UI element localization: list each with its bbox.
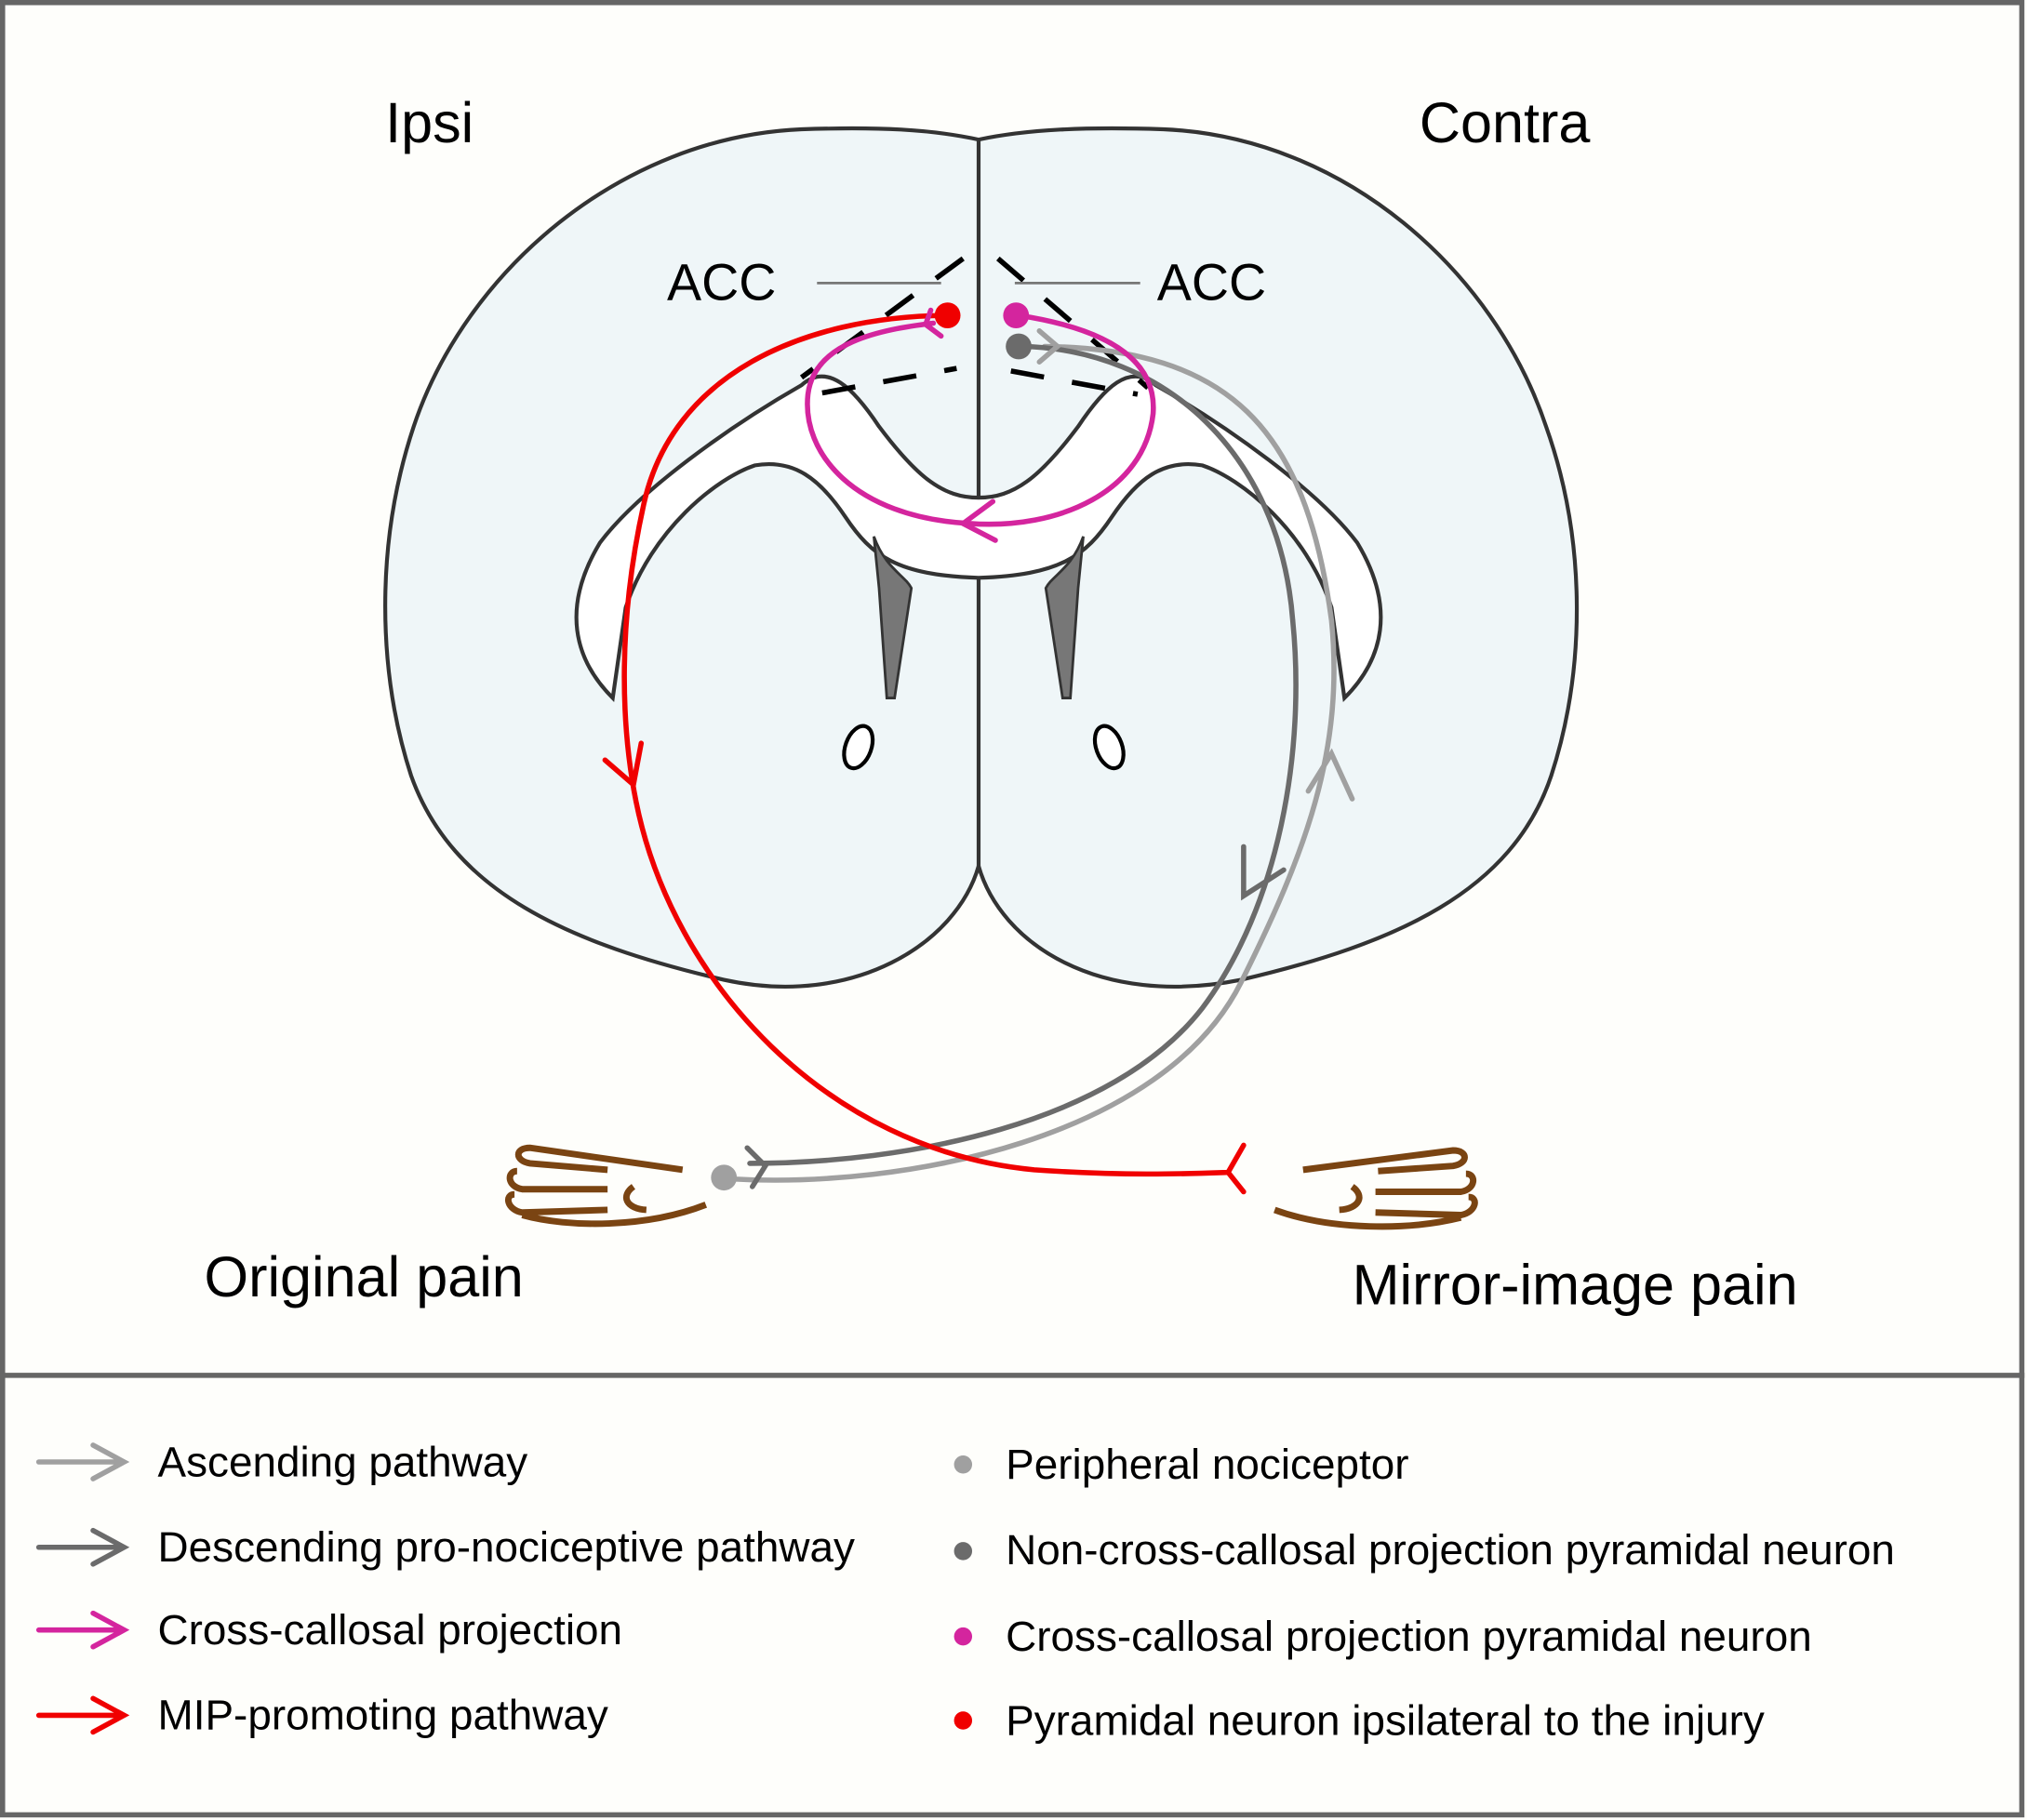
left-acc-boundary bbox=[799, 256, 965, 396]
legend-item-non-cross-callosal: Non-cross-callosal projection pyramidal … bbox=[953, 1525, 1895, 1574]
legend-item-peripheral-nociceptor: Peripheral nociceptor bbox=[953, 1440, 1408, 1488]
peripheral-nociceptor bbox=[711, 1164, 738, 1191]
legend-item-cross-callosal-neuron: Cross-callosal projection pyramidal neur… bbox=[953, 1612, 1812, 1660]
left-ventricle bbox=[873, 536, 913, 699]
pathways bbox=[602, 307, 1355, 1195]
legend-label: Pyramidal neuron ipsilateral to the inju… bbox=[1006, 1695, 1765, 1744]
dot-icon bbox=[953, 1711, 973, 1730]
arrow-right-icon bbox=[35, 1695, 130, 1735]
cross-callosal-neuron bbox=[1003, 302, 1030, 329]
ipsi-pyramidal-neuron bbox=[934, 302, 961, 329]
mip-arrowhead bbox=[602, 740, 645, 790]
legend-item-ascending: Ascending pathway bbox=[35, 1437, 528, 1485]
non-cross-callosal-neuron bbox=[1006, 333, 1032, 360]
right-acc-boundary bbox=[996, 256, 1150, 397]
arrow-right-icon bbox=[35, 1527, 130, 1567]
dot-icon bbox=[953, 1455, 973, 1474]
right-anterior-commissure bbox=[1092, 724, 1126, 771]
ascending-pathway bbox=[727, 343, 1337, 1183]
contra-label: Contra bbox=[1420, 91, 1590, 154]
ipsi-label: Ipsi bbox=[385, 91, 473, 154]
original-pain-label: Original pain bbox=[205, 1245, 524, 1309]
legend: Ascending pathway Descending pro-nocicep… bbox=[35, 1437, 1895, 1744]
dot-icon bbox=[953, 1542, 973, 1561]
legend-label: Cross-callosal projection pyramidal neur… bbox=[1006, 1612, 1812, 1660]
legend-item-descending: Descending pro-nociceptive pathway bbox=[35, 1522, 855, 1571]
legend-item-cross-callosal: Cross-callosal projection bbox=[35, 1605, 623, 1654]
legend-label: MIP-promoting pathway bbox=[158, 1691, 608, 1739]
mirror-pain-label: Mirror-image pain bbox=[1353, 1253, 1798, 1316]
right-hand-icon bbox=[1274, 1147, 1478, 1230]
descending-pathway bbox=[747, 343, 1299, 1166]
cross-callosal-arrowhead bbox=[958, 498, 998, 543]
right-ventricle bbox=[1044, 536, 1085, 699]
legend-item-ipsi-neuron: Pyramidal neuron ipsilateral to the inju… bbox=[953, 1695, 1765, 1744]
legend-label: Descending pro-nociceptive pathway bbox=[158, 1522, 855, 1571]
mip-pathway bbox=[621, 312, 1231, 1177]
ascending-terminal bbox=[1036, 328, 1062, 365]
brain-section bbox=[383, 126, 1580, 989]
descending-terminal bbox=[744, 1145, 769, 1189]
descending-arrowhead bbox=[1241, 844, 1287, 901]
cross-callosal-terminal bbox=[922, 307, 944, 339]
legend-label: Cross-callosal projection bbox=[158, 1605, 623, 1654]
contra-acc-label: ACC bbox=[1157, 253, 1266, 311]
left-hand-icon bbox=[504, 1144, 708, 1228]
legend-label: Non-cross-callosal projection pyramidal … bbox=[1006, 1525, 1895, 1574]
ipsi-acc-label: ACC bbox=[667, 253, 776, 311]
legend-item-mip: MIP-promoting pathway bbox=[35, 1691, 608, 1739]
ascending-arrowhead bbox=[1305, 748, 1355, 802]
arrow-right-icon bbox=[35, 1610, 130, 1650]
cross-callosal-pathway bbox=[805, 312, 1156, 527]
arrow-right-icon bbox=[35, 1442, 130, 1481]
left-anterior-commissure bbox=[842, 724, 875, 771]
mip-terminal bbox=[1224, 1142, 1247, 1195]
legend-label: Ascending pathway bbox=[158, 1437, 528, 1485]
dot-icon bbox=[953, 1627, 973, 1646]
legend-label: Peripheral nociceptor bbox=[1006, 1440, 1408, 1488]
